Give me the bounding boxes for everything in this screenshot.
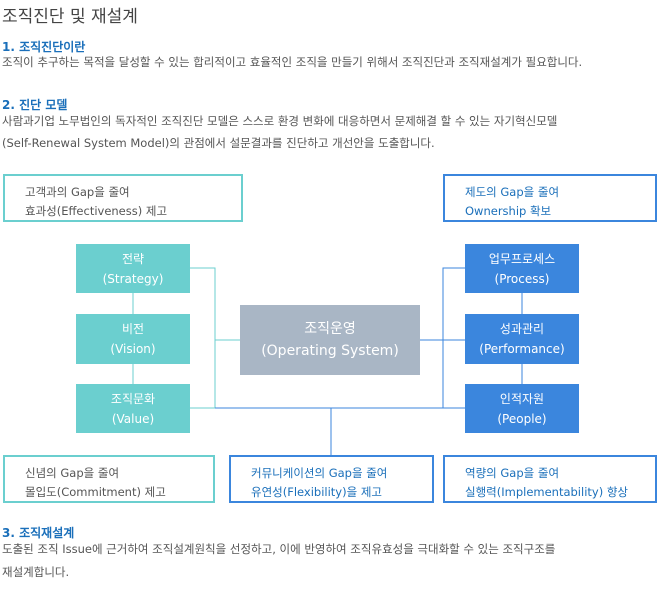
box-process-en: (Process) [494, 271, 550, 286]
box-operating-system: 조직운영 (Operating System) [240, 305, 420, 375]
section-2-line-2: (Self-Renewal System Model)의 관점에서 설문결과를 … [2, 136, 435, 150]
box-process-ko: 업무프로세스 [488, 251, 556, 266]
box-vision-en: (Vision) [110, 342, 156, 356]
box-people-en: (People) [497, 411, 547, 426]
box-value-en: (Value) [111, 411, 155, 426]
section-3-line-2: 재설계합니다. [2, 565, 70, 579]
gap-box-belief: 신념의 Gap을 줄여 몰입도(Commitment) 제고 [3, 455, 215, 503]
box-vision: 비전 (Vision) [76, 314, 190, 364]
box-operating-system-ko: 조직운영 [304, 321, 356, 337]
connector-left-bracket [190, 267, 216, 409]
section-1-heading: 1. 조직진단이란 [2, 40, 86, 54]
box-performance-ko: 성과관리 [499, 322, 545, 336]
gap-box-competency-line-2: 실행력(Implementability) 향상 [465, 485, 629, 499]
gap-box-system-line-2: Ownership 확보 [465, 204, 552, 218]
box-operating-system-en: (Operating System) [261, 343, 399, 359]
gap-box-competency: 역량의 Gap을 줄여 실행력(Implementability) 향상 [443, 455, 657, 503]
box-value: 조직문화 (Value) [76, 384, 190, 433]
gap-box-communication-line-1: 커뮤니케이션의 Gap을 줄여 [251, 466, 388, 480]
section-2-line-1: 사람과기업 노무법인의 독자적인 조직진단 모델은 스스로 환경 변화에 대응하… [2, 114, 558, 128]
box-people-ko: 인적자원 [499, 391, 545, 406]
gap-box-customer-line-2: 효과성(Effectiveness) 제고 [25, 204, 168, 218]
section-3-heading: 3. 조직재설계 [2, 526, 75, 540]
box-strategy-en: (Strategy) [102, 271, 164, 286]
box-strategy-ko: 전략 [121, 251, 145, 266]
connector-right-bracket [442, 267, 465, 409]
box-people: 인적자원 (People) [465, 384, 579, 433]
box-process: 업무프로세스 (Process) [465, 244, 579, 293]
box-performance-en: (Performance) [479, 342, 565, 356]
box-value-ko: 조직문화 [110, 391, 156, 406]
gap-box-customer-line-1: 고객과의 Gap을 줄여 [25, 185, 130, 199]
box-vision-ko: 비전 [121, 322, 145, 336]
gap-box-competency-line-1: 역량의 Gap을 줄여 [465, 466, 560, 480]
box-performance: 성과관리 (Performance) [465, 314, 579, 364]
box-strategy: 전략 (Strategy) [76, 244, 190, 293]
section-1-text: 조직이 추구하는 목적을 달성할 수 있는 합리적이고 효율적인 조직을 만들기… [2, 55, 583, 69]
gap-box-customer: 고객과의 Gap을 줄여 효과성(Effectiveness) 제고 [3, 174, 243, 222]
gap-box-belief-line-1: 신념의 Gap을 줄여 [25, 466, 120, 480]
gap-box-system: 제도의 Gap을 줄여 Ownership 확보 [443, 174, 657, 222]
gap-box-system-line-1: 제도의 Gap을 줄여 [465, 185, 560, 199]
section-2-heading: 2. 진단 모델 [2, 98, 68, 112]
gap-box-communication-line-2: 유연성(Flexibility)을 제고 [251, 485, 382, 499]
gap-box-belief-line-2: 몰입도(Commitment) 제고 [25, 485, 166, 499]
page-title: 조직진단 및 재설계 [2, 7, 138, 27]
gap-box-communication: 커뮤니케이션의 Gap을 줄여 유연성(Flexibility)을 제고 [229, 455, 434, 503]
section-3-line-1: 도출된 조직 Issue에 근거하여 조직설계원칙을 선정하고, 이에 반영하여… [2, 542, 556, 556]
